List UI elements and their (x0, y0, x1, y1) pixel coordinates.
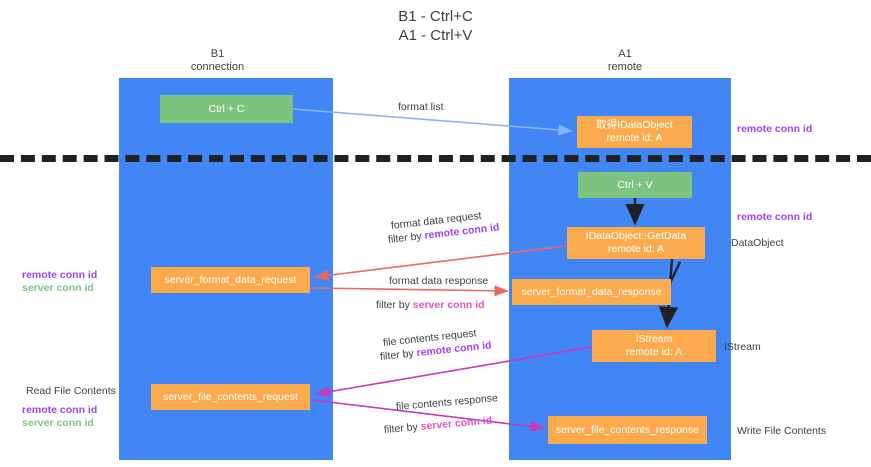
column-header-b1-name: B1 (210, 48, 225, 60)
annotation-left-server-conn-id-bottom: server conn id (22, 417, 94, 429)
edge-label-format-list: format list (398, 101, 444, 113)
edge-label-format-data-response-filter: filter by server conn id (376, 299, 485, 311)
annotation-right-istream: IStream (724, 341, 761, 353)
node-server-file-contents-request[interactable]: server_file_contents_request (151, 384, 310, 410)
column-header-a1: A1 remote (555, 48, 695, 74)
annotation-left-remote-conn-id-bottom: remote conn id (22, 404, 98, 416)
node-ctrl-c-label: Ctrl + C (208, 102, 245, 115)
annotation-left-conn-ids-bottom: remote conn id server conn id (22, 404, 97, 430)
node-server-format-data-response-label: server_format_data_response (521, 285, 662, 298)
filter-prefix: filter by (387, 229, 426, 246)
node-getdata-line1: IDataObject::GetData (585, 230, 687, 242)
node-idataobject-getdata[interactable]: IDataObject::GetData remote id: A (567, 227, 705, 259)
filter-prefix: filter by (383, 420, 422, 436)
column-header-b1: B1 connection (155, 48, 280, 74)
node-idataobject[interactable]: 取得IDataObject remote id: A (577, 116, 692, 148)
node-server-format-data-request-label: server_format_data_request (164, 273, 297, 286)
edge-label-format-data-response: format data response (389, 275, 489, 287)
title-line-1: B1 - Ctrl+C (398, 8, 473, 25)
page-title: B1 - Ctrl+C A1 - Ctrl+V (0, 7, 871, 45)
node-ctrl-c[interactable]: Ctrl + C (160, 95, 293, 123)
phase-divider (0, 155, 871, 162)
edge-label-file-contents-response: file contents response (395, 392, 499, 413)
node-server-file-contents-request-label: server_file_contents_request (163, 390, 298, 403)
node-istream[interactable]: IStream remote id: A (592, 330, 716, 362)
node-server-format-data-response[interactable]: server_format_data_response (512, 279, 671, 305)
node-idataobject-line1: 取得IDataObject (596, 119, 673, 131)
node-istream-line2: remote id: A (625, 346, 683, 358)
edge-label-file-contents-response-filter: filter by server conn id (383, 415, 492, 436)
node-server-file-contents-response-label: server_file_contents_response (555, 423, 699, 436)
filter-key-server-conn-id: server conn id (420, 414, 493, 433)
filter-prefix: filter by (376, 299, 413, 311)
filter-prefix: filter by (379, 347, 418, 363)
annotation-left-read-file-contents: Read File Contents (26, 385, 116, 397)
annotation-left-conn-ids-mid: remote conn id server conn id (22, 269, 97, 295)
annotation-right-remote-conn-id-top: remote conn id (737, 123, 813, 135)
column-header-b1-role: connection (190, 61, 245, 73)
column-header-a1-role: remote (607, 61, 643, 73)
column-header-a1-name: A1 (618, 48, 632, 60)
node-ctrl-v-label: Ctrl + V (617, 178, 653, 191)
node-istream-line1: IStream (635, 333, 673, 345)
node-ctrl-v[interactable]: Ctrl + V (578, 172, 692, 198)
annotation-right-write-file-contents: Write File Contents (737, 425, 827, 437)
annotation-right-remote-conn-id-mid: remote conn id (737, 211, 813, 223)
node-getdata-line2: remote id: A (607, 243, 665, 255)
node-server-file-contents-response[interactable]: server_file_contents_response (548, 416, 707, 444)
annotation-left-server-conn-id-mid: server conn id (22, 282, 94, 294)
title-line-2: A1 - Ctrl+V (398, 27, 473, 44)
annotation-left-remote-conn-id-mid: remote conn id (22, 269, 98, 281)
filter-key-server-conn-id: server conn id (412, 299, 485, 311)
annotation-right-dataobject: DataObject (731, 237, 784, 249)
node-server-format-data-request[interactable]: server_format_data_request (151, 267, 310, 293)
node-idataobject-line2: remote id: A (606, 132, 663, 144)
